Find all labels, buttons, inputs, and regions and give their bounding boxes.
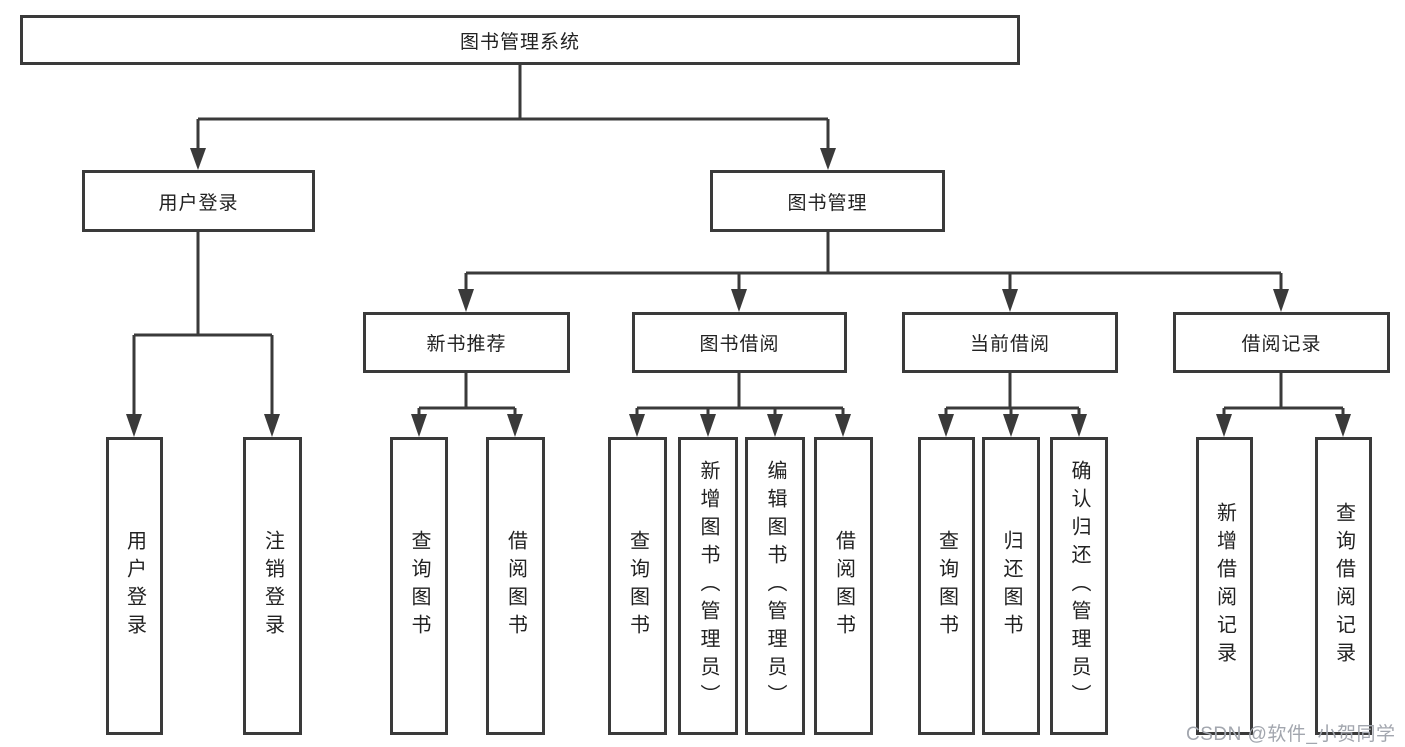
connector-new-book-to-leaves (411, 373, 523, 437)
leaf-borrow-book: 借阅图书 (814, 437, 873, 735)
connector-borrow-records-to-leaves (1216, 373, 1351, 437)
arrow-down-icon (264, 414, 280, 437)
node-current-borrow-label: 当前借阅 (969, 334, 1050, 355)
arrow-down-icon (411, 414, 427, 437)
arrow-down-icon (1216, 414, 1232, 437)
leaf-borrow-query-label: 查询图书 (626, 530, 649, 642)
arrow-down-icon (820, 148, 836, 170)
arrow-down-icon (1273, 289, 1289, 312)
leaf-logout: 注销登录 (243, 437, 302, 735)
connector-user-login-to-leaves (126, 232, 280, 437)
leaf-logout-label: 注销登录 (261, 530, 284, 642)
leaf-user-login: 用户登录 (106, 437, 163, 735)
arrow-down-icon (126, 414, 142, 437)
leaf-borrow-edit-admin: 编辑图书（管理员） (745, 437, 805, 735)
leaf-new-book-borrow-label: 借阅图书 (504, 530, 527, 642)
watermark: CSDN @软件_小贺同学 (1186, 724, 1396, 745)
connector-book-management-to-groups (458, 232, 1289, 312)
leaf-record-query-label: 查询借阅记录 (1332, 502, 1355, 670)
node-user-login-label: 用户登录 (158, 192, 239, 214)
leaf-borrow-query: 查询图书 (608, 437, 667, 735)
arrow-down-icon (507, 414, 523, 437)
leaf-record-query: 查询借阅记录 (1315, 437, 1372, 735)
node-book-borrow: 图书借阅 (632, 312, 847, 373)
arrow-down-icon (700, 414, 716, 437)
leaf-current-confirm-admin-label: 确认归还（管理员） (1068, 460, 1090, 712)
arrow-down-icon (731, 289, 747, 312)
leaf-current-return: 归还图书 (982, 437, 1040, 735)
leaf-new-book-query: 查询图书 (390, 437, 448, 735)
leaf-current-return-label: 归还图书 (1000, 530, 1022, 642)
node-borrow-records-label: 借阅记录 (1241, 334, 1322, 355)
arrow-down-icon (1003, 414, 1019, 437)
node-new-book-recommend-label: 新书推荐 (426, 334, 507, 355)
leaf-current-confirm-admin: 确认归还（管理员） (1050, 437, 1108, 735)
node-book-management-label: 图书管理 (787, 192, 868, 214)
arrow-down-icon (458, 289, 474, 312)
leaf-borrow-edit-admin-label: 编辑图书（管理员） (764, 460, 786, 712)
node-book-management: 图书管理 (710, 170, 945, 232)
leaf-new-book-query-label: 查询图书 (408, 530, 430, 642)
node-current-borrow: 当前借阅 (902, 312, 1118, 373)
leaf-current-query-label: 查询图书 (935, 530, 958, 642)
leaf-new-book-borrow: 借阅图书 (486, 437, 545, 735)
leaf-borrow-book-label: 借阅图书 (832, 530, 855, 642)
node-root-label: 图书管理系统 (459, 31, 580, 53)
leaf-current-query: 查询图书 (918, 437, 975, 735)
node-user-login: 用户登录 (82, 170, 315, 232)
arrow-down-icon (629, 414, 645, 437)
leaf-record-add: 新增借阅记录 (1196, 437, 1253, 735)
arrow-down-icon (835, 414, 851, 437)
arrow-down-icon (1071, 414, 1087, 437)
arrow-down-icon (1335, 414, 1351, 437)
node-borrow-records: 借阅记录 (1173, 312, 1390, 373)
node-book-borrow-label: 图书借阅 (699, 334, 780, 355)
leaf-record-add-label: 新增借阅记录 (1213, 502, 1236, 670)
leaf-borrow-add-admin: 新增图书（管理员） (678, 437, 738, 735)
arrow-down-icon (1002, 289, 1018, 312)
connector-book-borrow-to-leaves (629, 373, 851, 437)
node-root: 图书管理系统 (20, 15, 1020, 65)
leaf-borrow-add-admin-label: 新增图书（管理员） (697, 460, 719, 712)
arrow-down-icon (938, 414, 954, 437)
connector-current-borrow-to-leaves (938, 373, 1087, 437)
connector-root-to-branches (190, 65, 836, 170)
leaf-user-login-label: 用户登录 (123, 530, 146, 642)
node-new-book-recommend: 新书推荐 (363, 312, 570, 373)
arrow-down-icon (767, 414, 783, 437)
arrow-down-icon (190, 148, 206, 170)
